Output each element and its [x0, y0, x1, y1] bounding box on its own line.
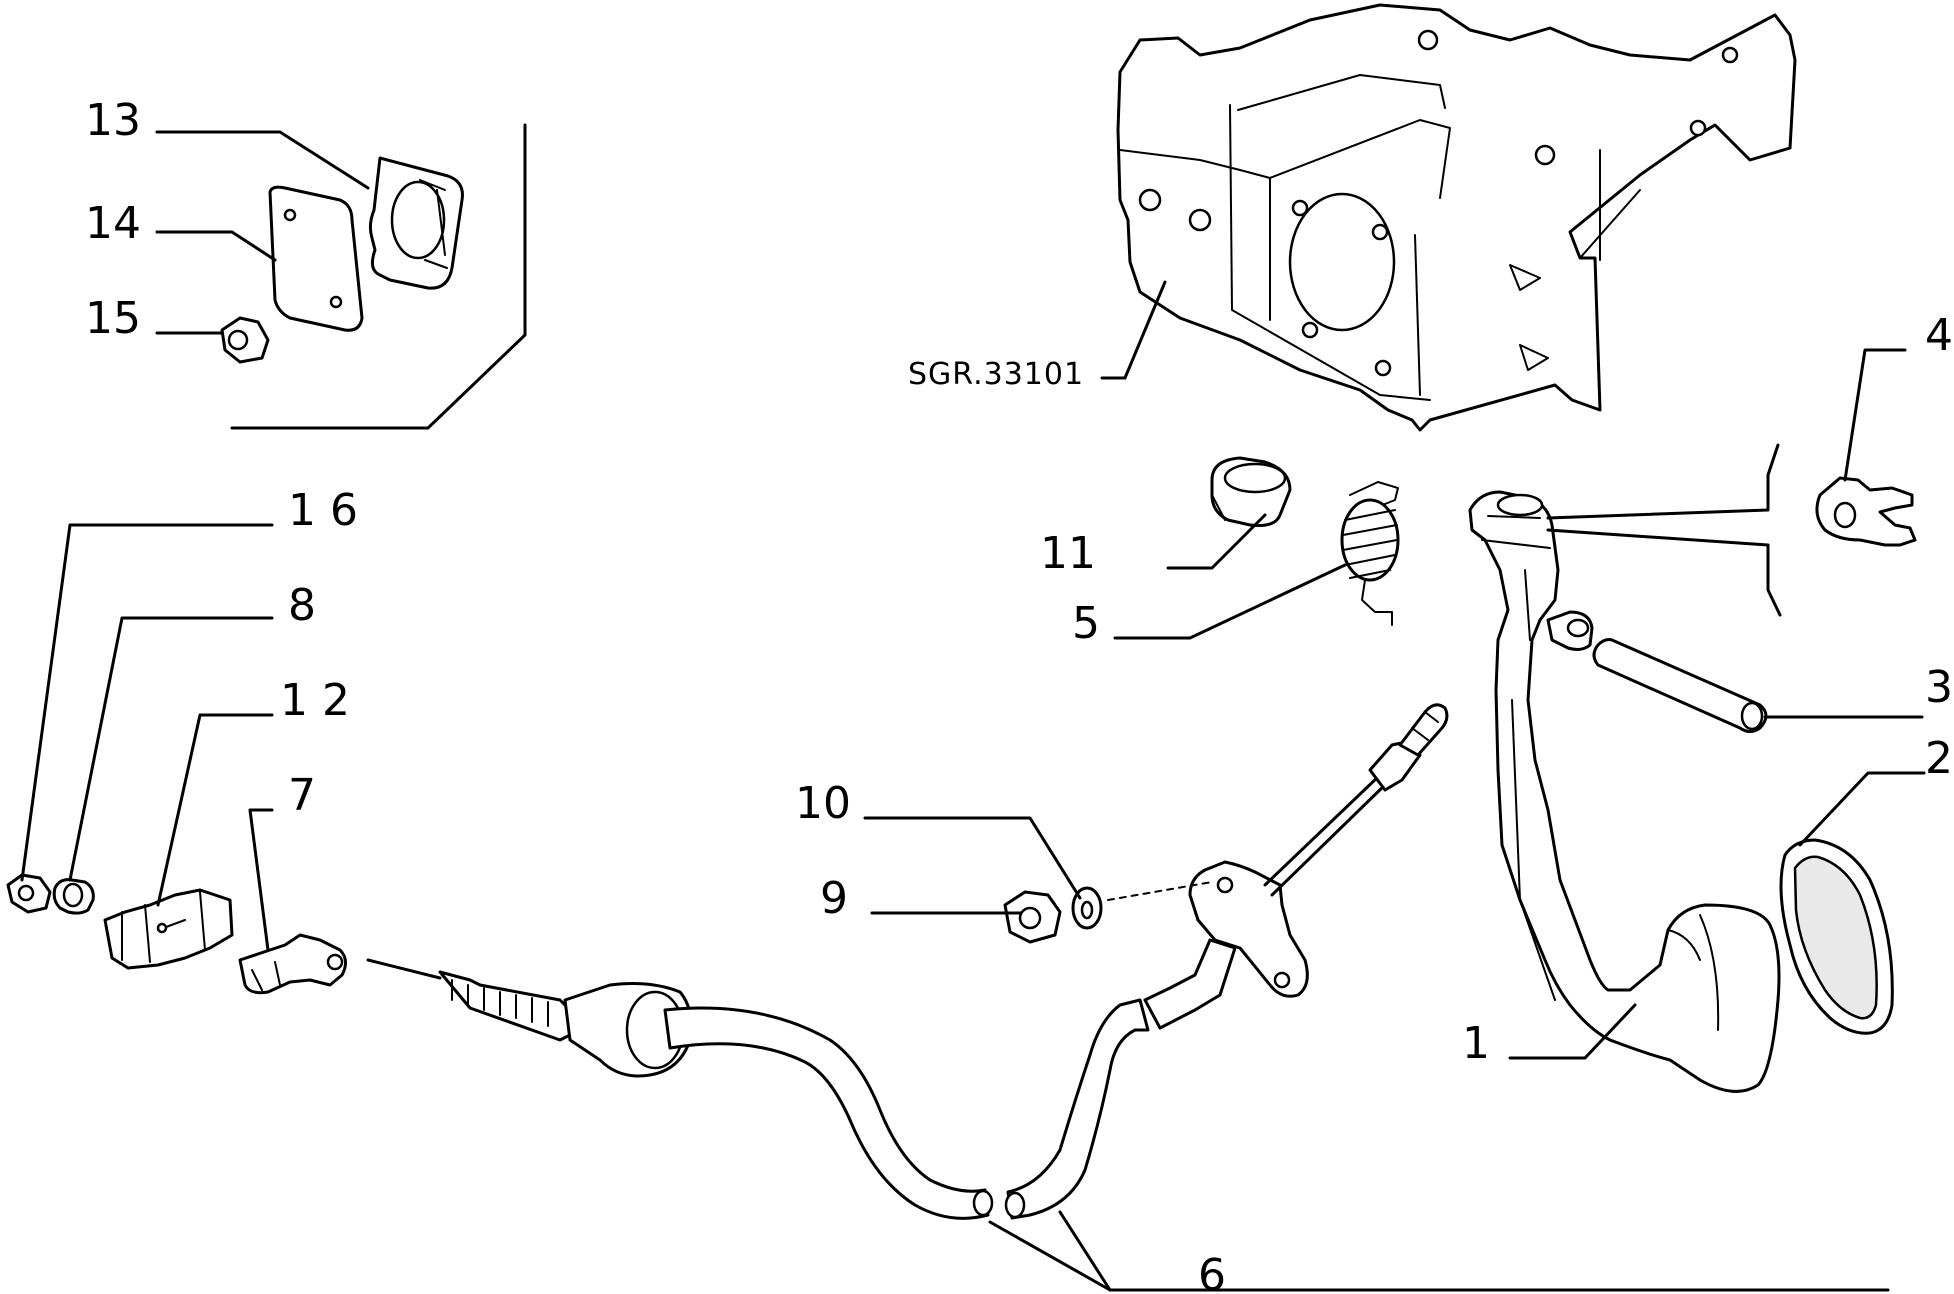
leader-4 [1843, 348, 1907, 482]
reference-code: SGR.33101 [908, 357, 1084, 392]
callout-11: 11 [1040, 528, 1096, 579]
nut-16 [6, 873, 52, 914]
callout-3: 3 [1925, 662, 1953, 713]
nut-15 [220, 316, 270, 364]
bushing-11 [1210, 456, 1292, 527]
washer-bush-8 [52, 878, 95, 915]
clip-12 [103, 888, 234, 970]
inset-frame [230, 123, 527, 430]
callout-7: 7 [288, 770, 316, 821]
cable-end-7 [238, 933, 347, 995]
leader-lines [20, 130, 1926, 1292]
callout-13: 13 [85, 95, 141, 146]
ref-code-leader [1100, 280, 1167, 380]
callout-2: 2 [1925, 733, 1953, 784]
return-spring-5 [1340, 481, 1400, 626]
callout-6: 6 [1198, 1250, 1226, 1294]
clutch-cable-6 [366, 703, 1449, 1220]
callout-9: 9 [820, 873, 848, 924]
callout-10: 10 [795, 778, 851, 829]
callout-1: 1 [1462, 1018, 1490, 1069]
retaining-clip-4 [1815, 476, 1917, 547]
pedal-support-bracket [1116, 3, 1797, 432]
cover-plate-14 [268, 185, 364, 332]
flange-gasket-13 [368, 156, 464, 290]
callout-14: 14 [85, 198, 141, 249]
callout-15: 15 [85, 293, 141, 344]
nut-9 [1003, 890, 1062, 944]
clip-bracket-lines [1546, 443, 1782, 617]
callout-8: 8 [288, 580, 316, 631]
callout-16: 1 6 [288, 485, 358, 536]
callout-12: 1 2 [280, 675, 350, 726]
pivot-pin-3 [1592, 638, 1768, 733]
clutch-pedal-1 [1468, 490, 1781, 1093]
callout-4: 4 [1925, 310, 1953, 361]
pedal-pad-2 [1779, 838, 1894, 1035]
callout-5: 5 [1072, 598, 1100, 649]
